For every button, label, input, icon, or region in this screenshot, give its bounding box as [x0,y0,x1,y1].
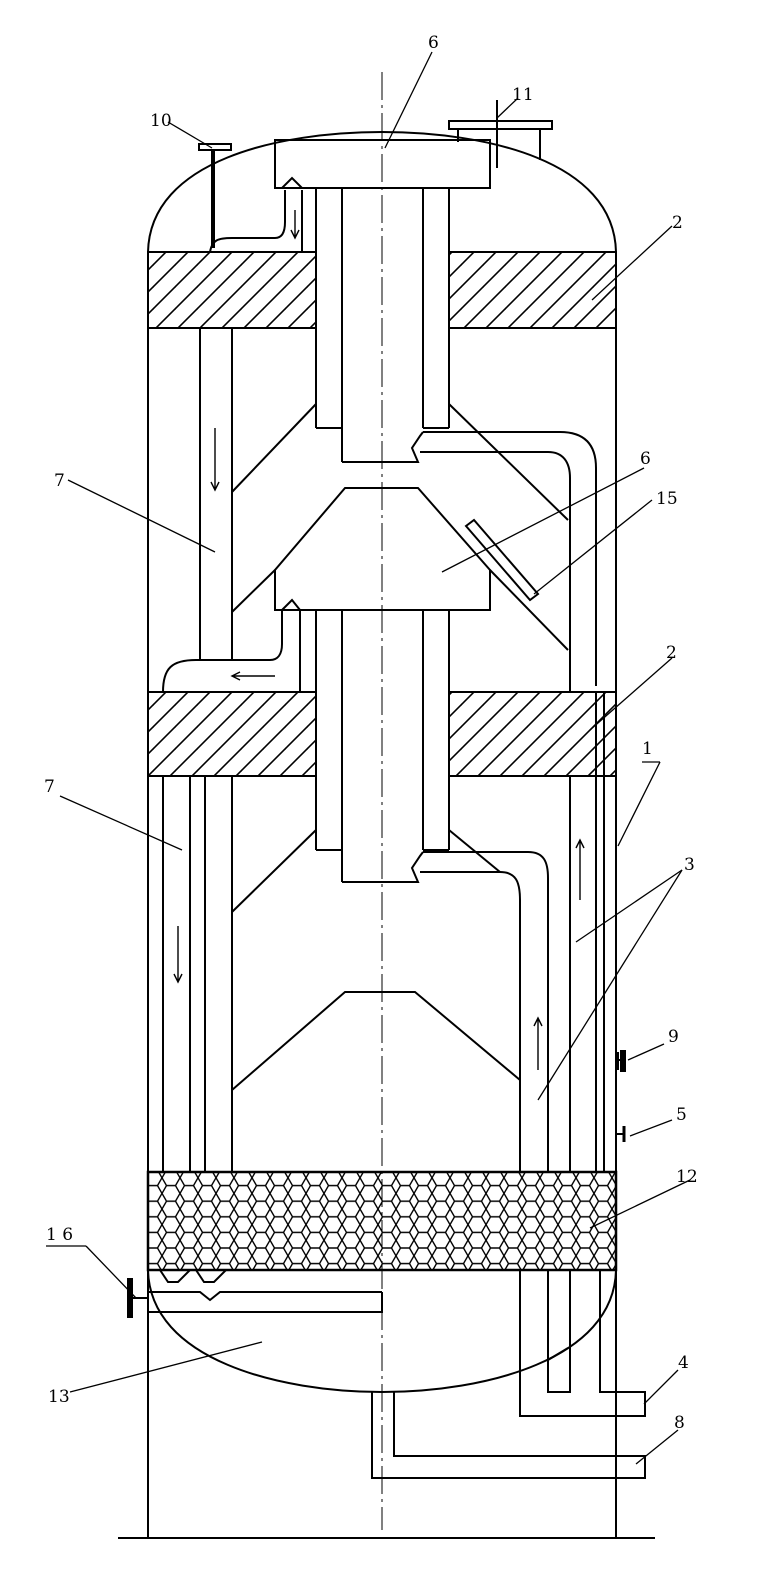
callout-15: 15 [656,489,678,509]
left-downcomer-upper [199,328,233,660]
upper-cone [231,403,569,651]
callout-11: 11 [512,85,534,105]
callout-2-upper: 2 [672,213,683,233]
callout-5: 5 [676,1105,687,1125]
top-cap [274,139,491,189]
central-tube-upper [315,188,450,463]
callout-labels: 6 11 10 2 7 6 15 2 1 7 3 9 5 12 1 6 13 4… [44,33,698,1433]
middle-transfer-pipe [162,598,301,693]
thermowell-10 [198,143,232,248]
upper-hatched-plate-right [448,251,617,329]
middle-hatched-plate-right [448,691,617,777]
outlet-pipe-4 [519,1270,646,1417]
upper-hatched-plate-left [147,251,317,329]
top-inlet-pipe [209,190,303,253]
sight-glass-15 [464,518,540,602]
bottom-drain-16 [127,1269,383,1318]
callout-7-upper: 7 [54,471,65,491]
outlet-nozzle-11 [448,100,553,168]
callout-6-top: 6 [428,33,439,53]
callout-8: 8 [674,1413,685,1433]
nozzle-5 [616,1126,626,1142]
upper-transfer-pipe [420,431,597,692]
callout-1: 1 [642,739,653,759]
callout-3: 3 [684,855,695,875]
nozzle-9 [616,1050,626,1072]
lower-cone [231,829,521,1091]
central-tube-lower [315,610,450,883]
callout-10: 10 [150,111,172,131]
lower-transfer-pipe [420,851,549,1172]
callout-12: 12 [676,1167,698,1187]
callout-2-middle: 2 [666,643,677,663]
middle-hatched-plate-left [147,691,317,777]
callout-13: 13 [48,1387,70,1407]
callout-4: 4 [678,1353,689,1373]
left-downcomer-lower [162,776,233,1172]
right-riser-tubes [569,692,605,1172]
callout-6-middle: 6 [640,449,651,469]
leader-lines [46,51,691,1465]
callout-9: 9 [668,1027,679,1047]
outlet-pipe-8 [371,1392,646,1479]
callout-7-lower: 7 [44,777,55,797]
callout-16: 1 6 [46,1225,73,1245]
